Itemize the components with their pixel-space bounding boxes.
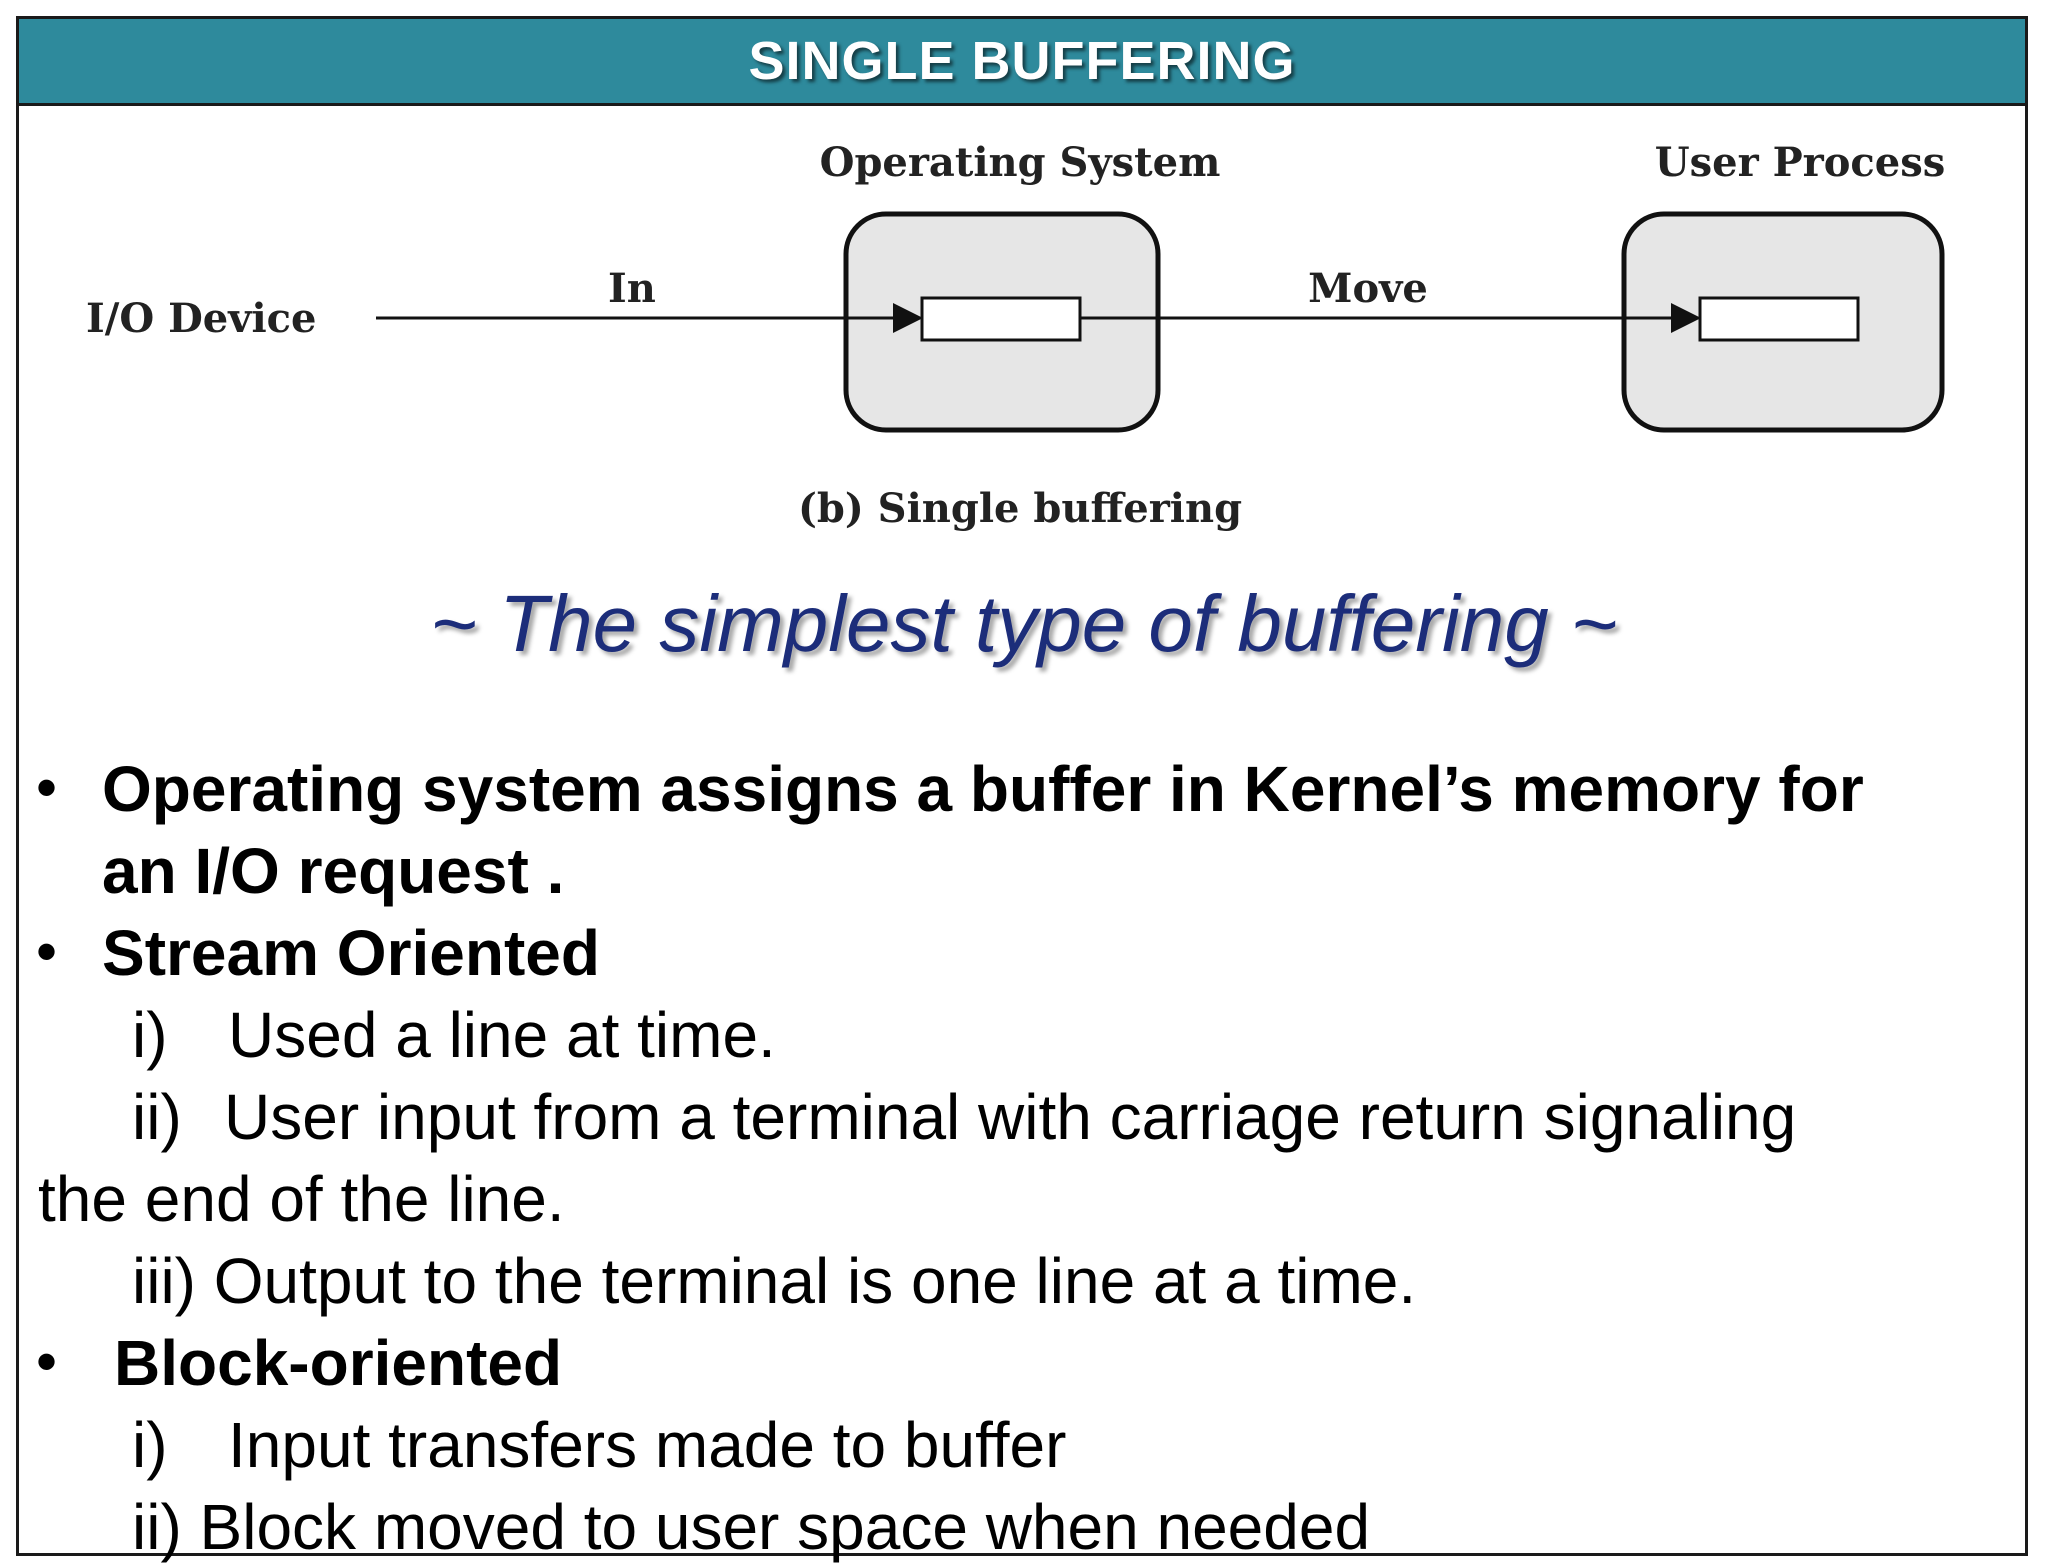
io-device-label: I/O Device [86,295,316,342]
stream-item-2-continuation: the end of the line. [38,1163,565,1235]
bullet-stream-oriented: Stream Oriented [102,917,600,989]
block-item-1-num: i) [132,1409,168,1481]
stream-item-1-text: Used a line at time. [228,999,776,1071]
single-buffering-diagram: Operating System User Process I/O Device… [86,139,1946,532]
slide-title: SINGLE BUFFERING [748,31,1296,91]
os-label: Operating System [820,139,1221,186]
bullet-dot: • [36,918,58,985]
stream-item-1-num: i) [132,999,168,1071]
tagline: ~ The simplest type of buffering ~ [430,579,1618,668]
bullet-1-line-1: Operating system assigns a buffer in Ker… [102,753,1864,825]
block-item-2: ii) Block moved to user space when neede… [132,1491,1371,1563]
os-buffer [920,296,1082,342]
stream-item-2-text: User input from a terminal with carriage… [224,1081,1797,1153]
user-process-label: User Process [1655,139,1946,186]
block-item-1-text: Input transfers made to buffer [228,1409,1067,1481]
stream-item-3: iii) Output to the terminal is one line … [132,1245,1417,1317]
bullet-dot: • [36,1328,58,1395]
in-label: In [608,265,656,312]
bullet-1-line-2: an I/O request . [102,835,565,907]
user-buffer [1698,296,1860,342]
diagram-caption: (b) Single buffering [798,485,1242,532]
stream-item-2-num: ii) [132,1081,182,1153]
bullet-dot: • [36,754,58,821]
move-label: Move [1308,265,1428,312]
bullet-block-oriented: Block-oriented [114,1327,563,1399]
title-bar: SINGLE BUFFERING [16,16,2028,106]
